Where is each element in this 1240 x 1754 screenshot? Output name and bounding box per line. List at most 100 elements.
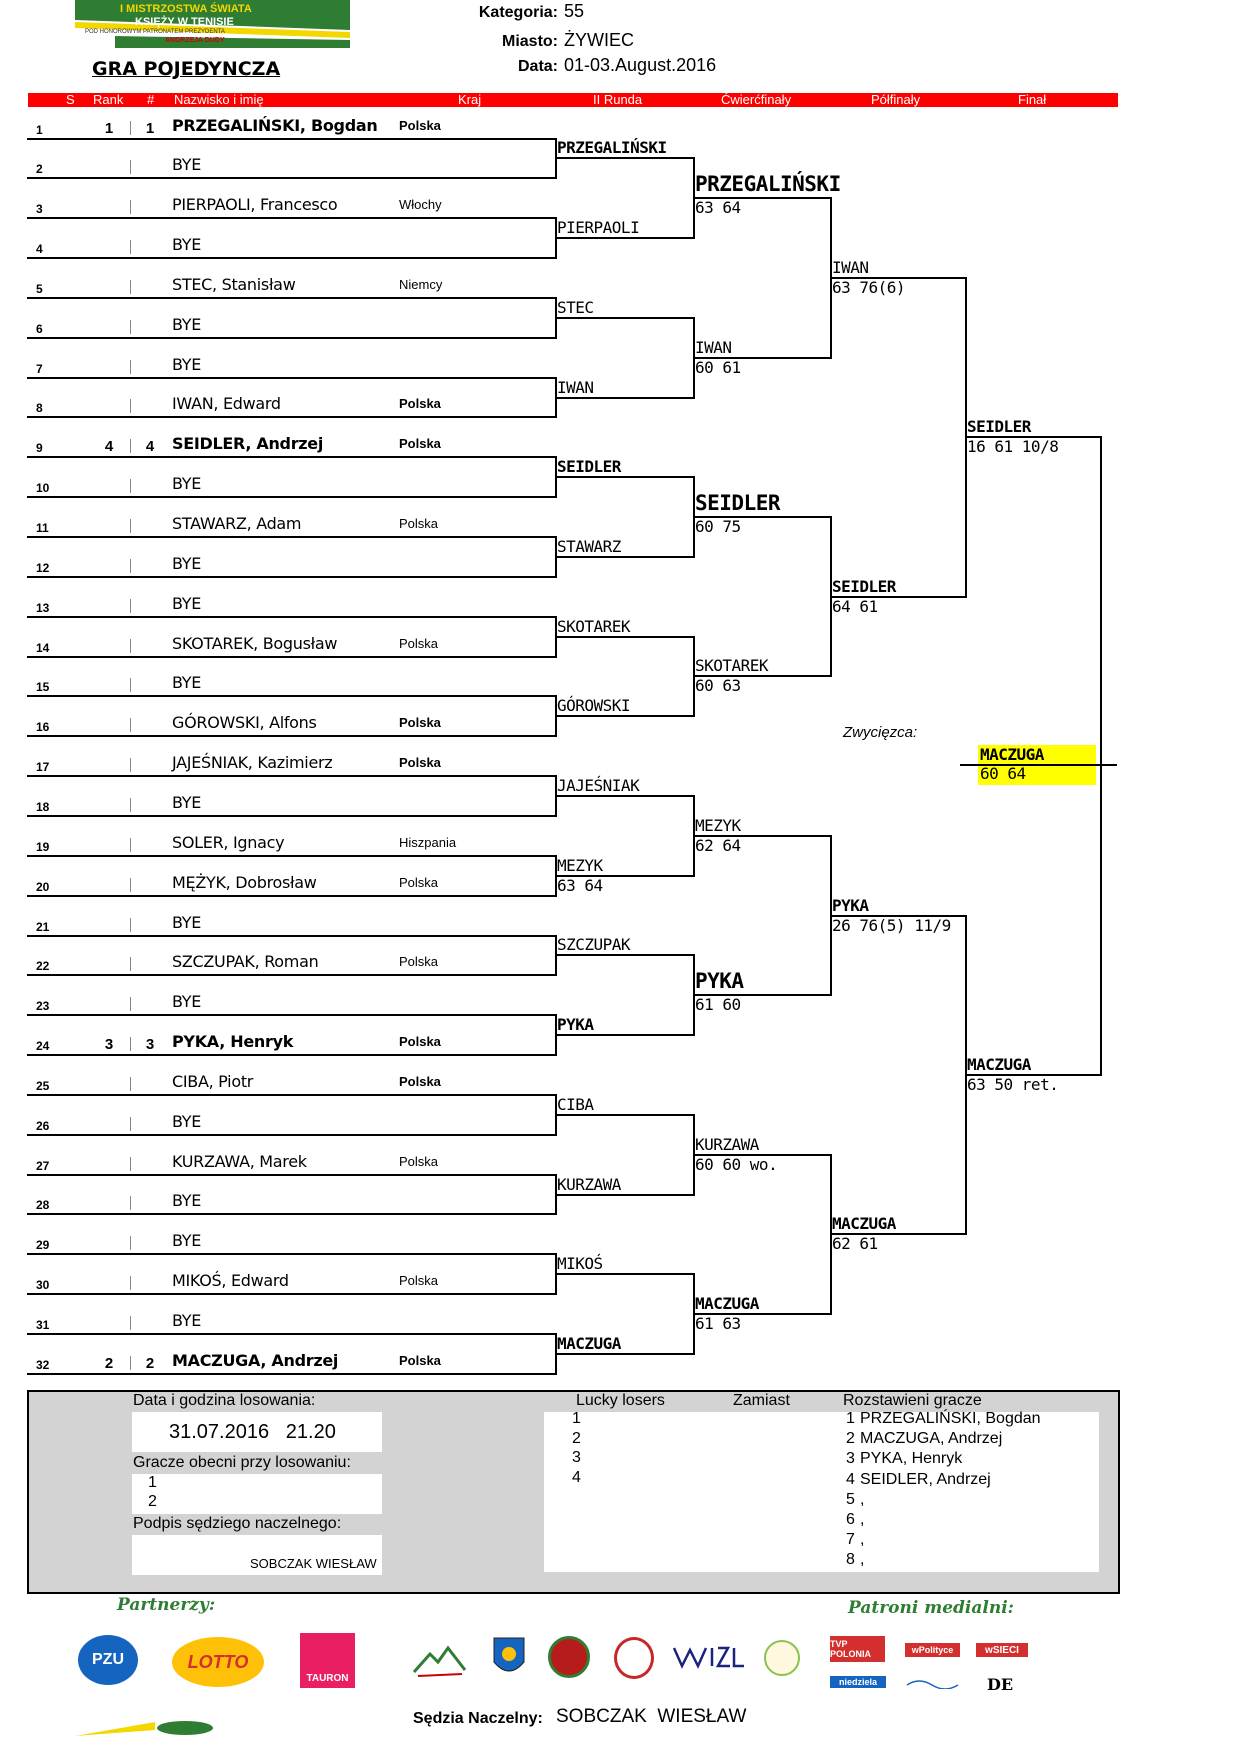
- player-line: [27, 416, 555, 419]
- separator: [130, 758, 131, 773]
- winner-score: 60 64: [980, 764, 1026, 783]
- final-line: [965, 436, 1102, 439]
- player-line: [27, 775, 555, 778]
- player-name: MACZUGA, Andrzej: [172, 1350, 339, 1370]
- draw-position: 13: [36, 600, 50, 615]
- semifinal-line: [830, 595, 967, 598]
- draw-position: 6: [36, 321, 43, 336]
- round2-winner-name: CIBA: [557, 1094, 594, 1114]
- semifinal-winner-name: PYKA: [832, 895, 869, 915]
- separator: [130, 1076, 131, 1091]
- player-country: Polska: [399, 396, 441, 412]
- wsieci-logo: wSIECI: [976, 1643, 1028, 1657]
- draw-position: 32: [36, 1357, 50, 1372]
- player-line: [27, 1133, 555, 1136]
- player-line: [27, 456, 555, 459]
- seed-value: 1: [145, 119, 155, 137]
- seeded-num: 3: [846, 1450, 855, 1468]
- player-line: [27, 1213, 555, 1216]
- tournament-banner: I MISTRZOSTWA ŚWIATA KSIĘŻY W TENISIE PO…: [75, 0, 350, 48]
- rank-value: 4: [104, 438, 114, 456]
- seeded-name: ,: [860, 1551, 865, 1569]
- data-label: Data:: [517, 58, 558, 75]
- player-line: [27, 894, 555, 897]
- player-country: Polska: [399, 117, 441, 133]
- col-num: #: [147, 92, 155, 107]
- round2-winner-name: SEIDLER: [557, 457, 621, 477]
- banner-line2: KSIĘŻY W TENISIE: [135, 16, 234, 28]
- semifinal-winner-name: IWAN: [832, 257, 869, 277]
- separator: [130, 1196, 131, 1211]
- final-winner-name: SEIDLER: [967, 417, 1031, 437]
- ref-value: SOBCZAK WIESŁAW: [556, 1706, 747, 1727]
- player-name: GÓROWSKI, Alfons: [172, 713, 317, 733]
- kategoria-value: 55: [564, 1, 585, 21]
- mountains-logo: [412, 1640, 467, 1680]
- media-patrons-label: Patroni medialni:: [848, 1598, 1014, 1618]
- round2-winner-name: MACZUGA: [557, 1333, 621, 1353]
- player-name: BYE: [172, 1191, 202, 1211]
- player-name: STAWARZ, Adam: [172, 514, 302, 533]
- player-country: Polska: [399, 874, 439, 890]
- player-name: PRZEGALIŃSKI, Bogdan: [172, 115, 378, 135]
- player-line: [27, 1054, 555, 1057]
- player-line: [27, 735, 555, 738]
- round2-line: [555, 476, 695, 479]
- draw-position: 4: [36, 242, 43, 257]
- quarterfinal-winner-name: MEZYK: [695, 815, 741, 835]
- draw-position: 28: [36, 1198, 50, 1213]
- player-name: SEIDLER, Andrzej: [172, 434, 324, 454]
- stripe-shape: [75, 1721, 213, 1736]
- draw-position: 2: [36, 162, 43, 177]
- round2-winner-name: SKOTAREK: [557, 616, 631, 636]
- radio-icon: [906, 1680, 959, 1690]
- quarterfinal-score: 63 64: [695, 198, 741, 218]
- player-line: [27, 496, 555, 499]
- player-line: [27, 575, 555, 578]
- separator: [130, 718, 131, 733]
- player-line: [27, 1173, 555, 1176]
- present-1: 1: [148, 1474, 157, 1491]
- shield-icon: [493, 1637, 525, 1672]
- final-winner-name: MACZUGA: [967, 1054, 1031, 1074]
- separator: [130, 1116, 131, 1131]
- semifinal-line: [830, 914, 967, 917]
- player-country: Polska: [399, 436, 441, 452]
- lotto-logo: LOTTO: [172, 1637, 264, 1687]
- ref-signature-box: SOBCZAK WIESŁAW: [132, 1535, 382, 1575]
- draw-position: 3: [36, 202, 43, 217]
- quarterfinal-winner-name: SKOTAREK: [695, 656, 769, 676]
- tauron-logo: TAURON: [300, 1633, 355, 1688]
- round2-line: [555, 1352, 695, 1355]
- draw-position: 1: [36, 122, 43, 137]
- player-line: [27, 1093, 555, 1096]
- player-name: BYE: [172, 553, 202, 573]
- rank-value: 3: [104, 1036, 114, 1054]
- semifinal-line: [830, 276, 967, 279]
- separator: [130, 558, 131, 573]
- draw-datetime-label: Data i godzina losowania:: [133, 1392, 316, 1409]
- quarterfinal-line: [693, 197, 830, 200]
- seeded-num: 4: [846, 1470, 855, 1488]
- player-line: [27, 1333, 555, 1335]
- player-line: [27, 536, 555, 538]
- draw-position: 25: [36, 1078, 50, 1093]
- player-line: [27, 1293, 555, 1296]
- col-name: Nazwisko i imię: [174, 92, 264, 107]
- seeded-name: SEIDLER, Andrzej: [860, 1470, 991, 1488]
- draw-position: 26: [36, 1118, 50, 1133]
- quarterfinal-score: 60 63: [695, 676, 741, 696]
- col-semifinals: Półfinały: [871, 92, 921, 107]
- present-box: 1 2: [132, 1474, 382, 1514]
- draw-position: 10: [36, 481, 50, 496]
- ref-signature-value: SOBCZAK WIESŁAW: [250, 1556, 377, 1571]
- round2-line: [555, 1113, 695, 1116]
- quarterfinal-line: [693, 1313, 830, 1316]
- separator: [130, 1276, 131, 1291]
- player-country: Polska: [399, 954, 439, 970]
- player-country: Polska: [399, 1273, 439, 1289]
- player-name: BYE: [172, 1231, 202, 1251]
- circular-emblem-logo: [764, 1640, 800, 1676]
- semifinal-score: 64 61: [832, 596, 878, 616]
- round2-winner-name: MIKOŚ: [557, 1254, 603, 1274]
